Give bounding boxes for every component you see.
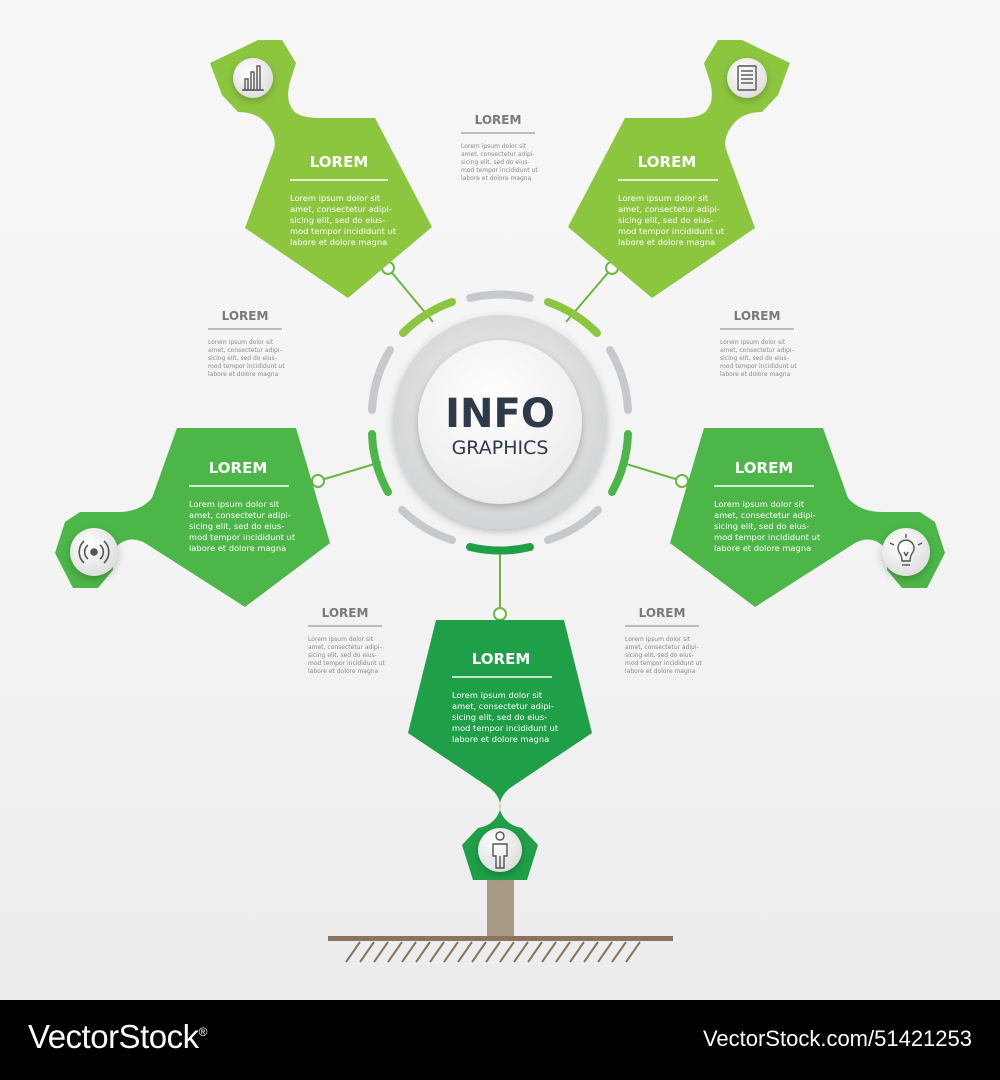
card-body-line: amet, consectetur adipi- [714,510,816,520]
note-body-line: labore et dolore magna [625,668,696,675]
note-title: LOREM [475,113,522,127]
card-body-line: Lorem ipsum dolor sit [189,499,280,509]
card-body-line: labore et dolore magna [452,734,549,744]
center-title: INFO [445,391,555,437]
card-title: LOREM [638,153,697,171]
card-shape-top-left [210,40,432,298]
card-body-line: amet, consectetur adipi- [452,701,554,711]
card-body-line: Lorem ipsum dolor sit [714,499,805,509]
note-body-line: sicing elit, sed do eius- [720,355,789,362]
note-body-line: sicing elit, sed do eius- [308,652,377,659]
note-body-line: Lorem ipsum dolor sit [208,339,274,346]
card-body-line: amet, consectetur adipi- [189,510,291,520]
card-title: LOREM [735,459,794,477]
card-body-line: sicing elit, sed do eius- [189,521,284,531]
card-body-line: Lorem ipsum dolor sit [290,193,381,203]
note-body-line: Lorem ipsum dolor sit [720,339,786,346]
document-icon [737,65,757,91]
infographic-canvas: INFO GRAPHICS [0,0,1000,1000]
icon-circles [70,58,930,872]
card-body-line: mod tempor incididunt ut [290,226,397,236]
note-body-line: amet, consectetur adipi- [208,347,282,354]
card-body-line: labore et dolore magna [618,237,715,247]
card-shape-middle-left [55,428,330,607]
note-title: LOREM [734,309,781,323]
card-body-line: amet, consectetur adipi- [618,204,720,214]
card-title: LOREM [310,153,369,171]
infographic-diagram: INFO GRAPHICS [55,40,945,963]
card-shape-top-right [568,40,790,298]
note-body-line: amet, consectetur adipi- [308,644,382,651]
card-body-line: labore et dolore magna [290,237,387,247]
note-body-line: Lorem ipsum dolor sit [625,636,691,643]
card-body-line: mod tempor incididunt ut [452,723,559,733]
card-body-line: sicing elit, sed do eius- [714,521,809,531]
card-body-line: mod tempor incididunt ut [714,532,821,542]
footer-url: VectorStock.com/51421253 [702,1026,972,1051]
footer-registered-mark: ® [198,1025,208,1039]
note-body-line: amet, consectetur adipi- [720,347,794,354]
note-title: LOREM [322,606,369,620]
bar-chart-icon [242,65,264,91]
tree-trunk [487,870,514,938]
note-body-line: labore et dolore magna [308,668,379,675]
note-body-line: mod tempor incididunt ut [308,660,385,667]
card-shape-bottom [408,620,592,880]
note-body-line: amet, consectetur adipi- [461,151,535,158]
lightbulb-icon [889,534,923,566]
note-body-line: labore et dolore magna [461,175,532,182]
card-body-line: mod tempor incididunt ut [618,226,725,236]
note-body-line: sicing elit, sed do eius- [208,355,277,362]
card-shape-middle-right [670,428,945,607]
card-body-line: labore et dolore magna [189,543,286,553]
card-body-line: Lorem ipsum dolor sit [452,690,543,700]
ground-line [328,936,673,941]
note-body-line: labore et dolore magna [720,371,791,378]
center-ring-segments [368,290,632,555]
card-title: LOREM [472,650,531,668]
note-title: LOREM [222,309,269,323]
card-body-line: amet, consectetur adipi- [290,204,392,214]
card-body-line: Lorem ipsum dolor sit [618,193,709,203]
note-body-line: mod tempor incididunt ut [625,660,702,667]
note-body-line: Lorem ipsum dolor sit [308,636,374,643]
card-title: LOREM [209,459,268,477]
note-title: LOREM [639,606,686,620]
center-subtitle: GRAPHICS [452,437,549,459]
footer-brand-text: VectorStock [28,1018,199,1055]
note-body-line: Lorem ipsum dolor sit [461,143,527,150]
card-body-line: sicing elit, sed do eius- [452,712,547,722]
note-body-line: amet, consectetur adipi- [625,644,699,651]
card-body-line: labore et dolore magna [714,543,811,553]
note-body-line: sicing elit, sed do eius- [461,159,530,166]
center-inner-disc [418,340,582,504]
footer-bar: VectorStock® VectorStock.com/51421253 [0,1000,1000,1080]
note-body-line: mod tempor incididunt ut [461,167,538,174]
note-body-line: labore et dolore magna [208,371,279,378]
signal-icon [78,540,110,564]
note-body-line: sicing elit, sed do eius- [625,652,694,659]
footer-brand: VectorStock® [28,1018,207,1056]
card-body-line: sicing elit, sed do eius- [290,215,385,225]
note-body-line: mod tempor incididunt ut [208,363,285,370]
note-body-line: mod tempor incididunt ut [720,363,797,370]
ground-hatch [345,941,641,963]
person-icon [492,831,508,869]
card-body-line: sicing elit, sed do eius- [618,215,713,225]
card-body-line: mod tempor incididunt ut [189,532,296,542]
